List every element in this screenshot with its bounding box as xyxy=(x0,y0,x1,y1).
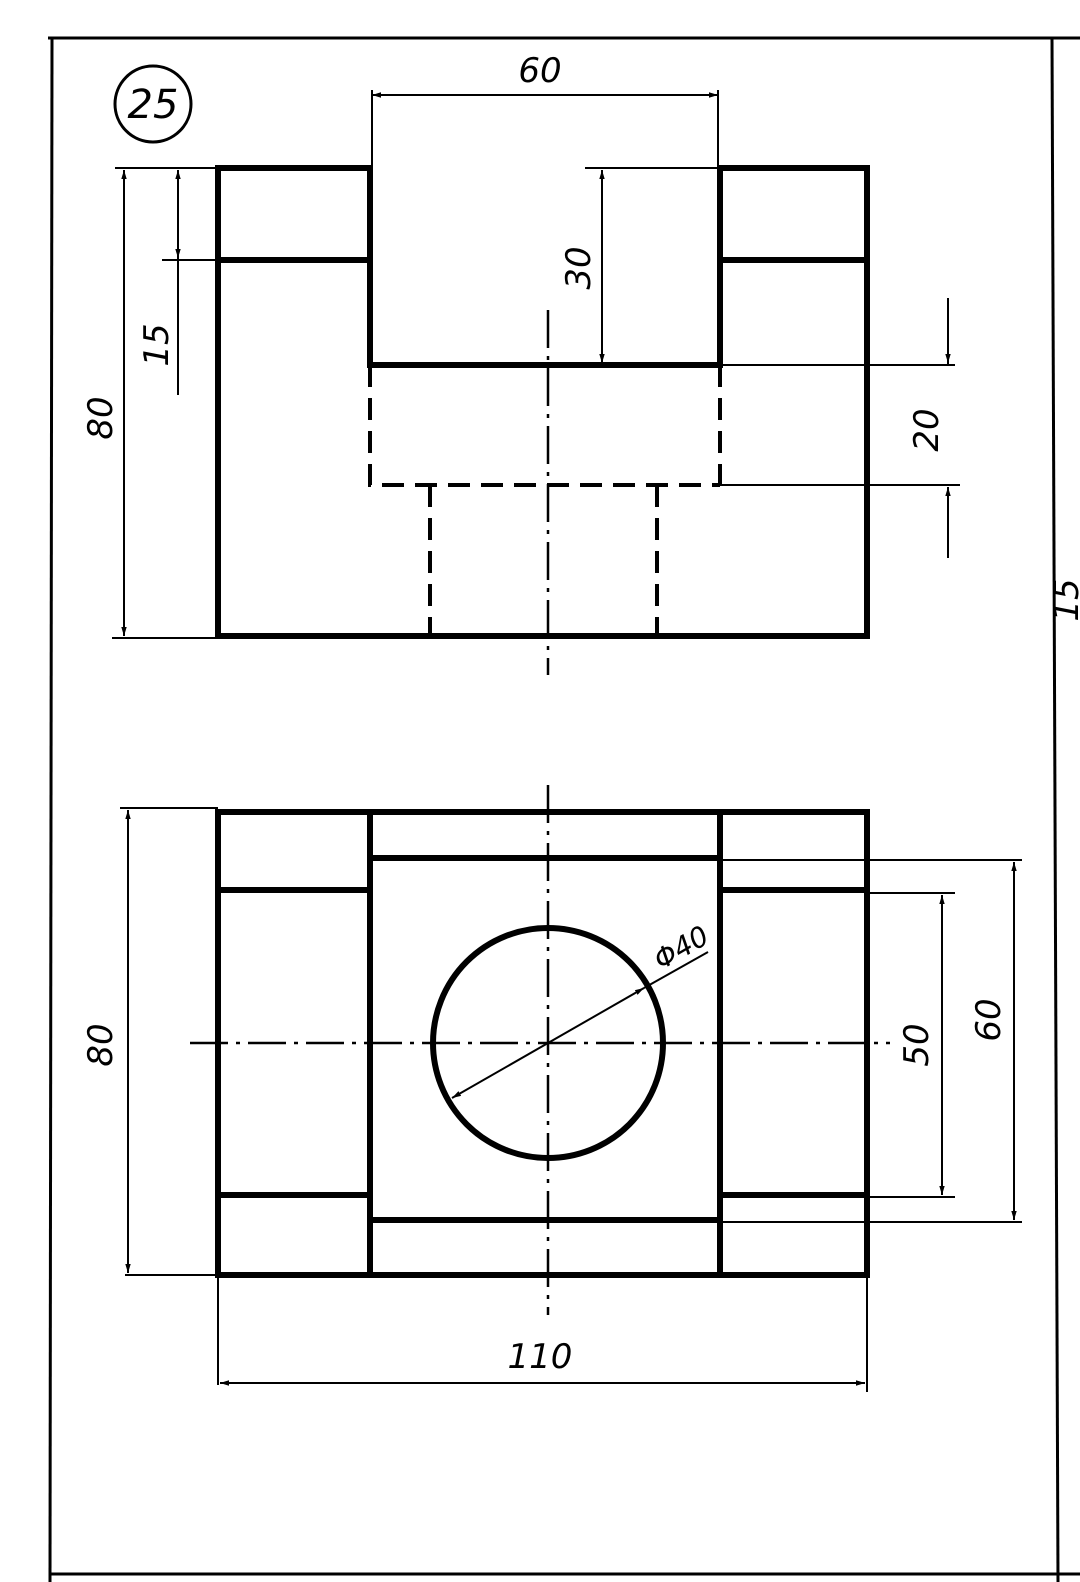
dim-top-30-label: 30 xyxy=(559,246,599,289)
dim-bottom-80-label: 80 xyxy=(81,1023,121,1066)
drawing-number: 25 xyxy=(128,82,179,128)
dim-top-15: 15 xyxy=(137,170,218,395)
dim-bottom-50-label: 50 xyxy=(897,1023,937,1066)
sheet-border xyxy=(48,36,1080,1582)
dim-top-80-label: 80 xyxy=(81,396,121,439)
dim-top-30: 30 xyxy=(559,167,720,363)
drawing-number-badge: 25 xyxy=(113,64,193,144)
dim-bottom-60-label: 60 xyxy=(969,998,1009,1041)
dim-top-15-label: 15 xyxy=(137,323,177,366)
dim-bottom-110-label: 110 xyxy=(508,1337,573,1377)
dim-bottom-50: 50 xyxy=(867,892,955,1198)
dim-bottom-60: 60 xyxy=(720,859,1022,1223)
dim-top-80: 80 xyxy=(81,167,218,639)
dim-top-60: 60 xyxy=(371,51,719,170)
dim-top-60-label: 60 xyxy=(518,51,561,91)
dim-bottom-110: 110 xyxy=(217,1275,868,1392)
border-edge-label: 15 xyxy=(1047,578,1080,621)
lower-view: Φ40 80 110 50 60 xyxy=(81,785,1022,1392)
upper-view: 60 80 15 30 20 xyxy=(81,51,960,675)
dim-top-20-label: 20 xyxy=(907,408,947,451)
dim-bottom-80: 80 xyxy=(81,807,218,1276)
dim-top-20: 20 xyxy=(720,298,960,558)
